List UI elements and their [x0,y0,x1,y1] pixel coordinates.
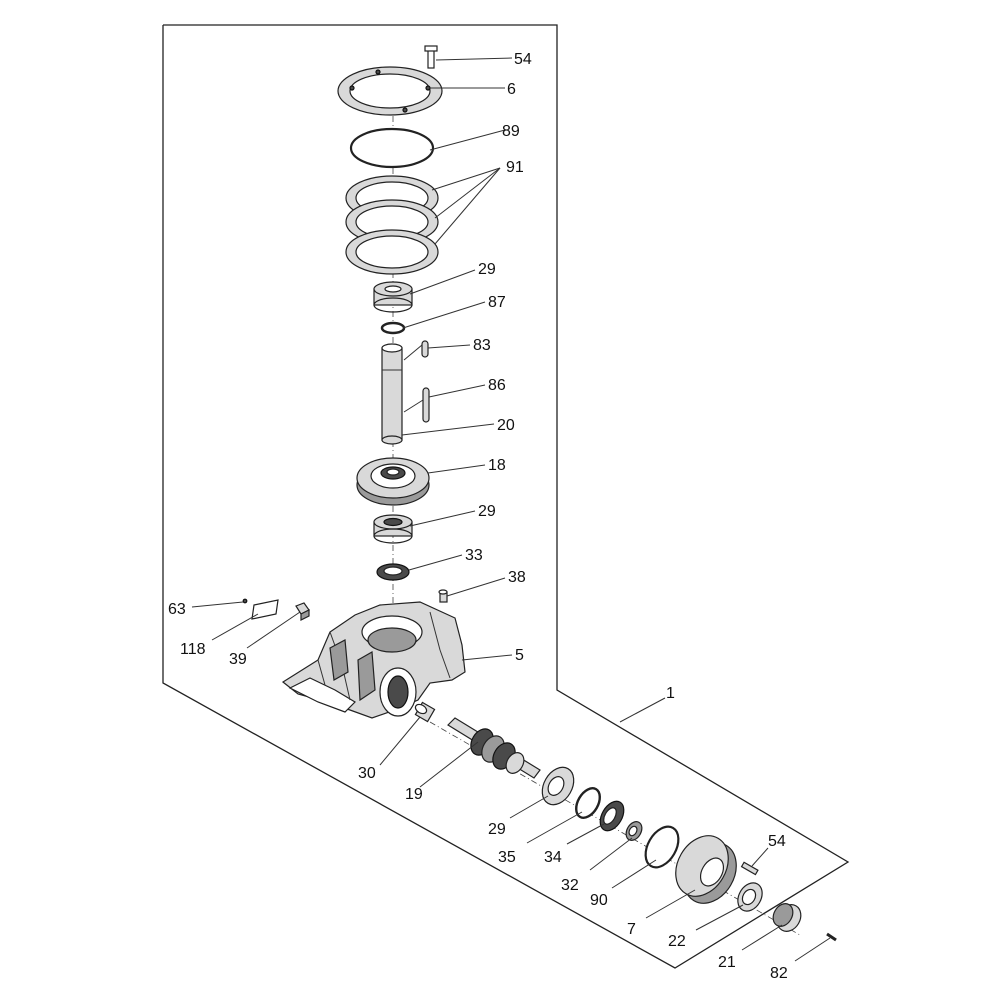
part-54-screw-lower [740,861,759,876]
label-7: 7 [627,921,636,938]
part-83-pin [421,340,429,358]
part-54-screw-top [424,45,438,69]
label-118: 118 [180,641,206,658]
label-91: 91 [506,159,524,176]
part-22-seal [737,882,763,912]
leader-lines [191,57,831,962]
part-29-bearing-top [373,281,413,313]
part-33-seal [376,563,410,581]
label-1: 1 [666,685,675,702]
assembly-boundary [162,24,850,969]
label-87: 87 [488,294,506,311]
label-90: 90 [590,892,608,909]
label-63: 63 [168,601,186,618]
label-38: 38 [508,569,526,586]
part-38-plug [438,589,448,603]
part-29-bearing-horizontal [541,766,575,806]
part-91-shims [345,175,439,275]
label-83: 83 [473,337,491,354]
label-54-lower: 54 [768,833,786,850]
part-118-cover-plate [251,599,279,620]
part-18-worm-wheel [356,457,430,506]
part-87-circlip [380,321,406,335]
part-20-shaft [381,343,403,445]
label-34: 34 [544,849,562,866]
label-33: 33 [465,547,483,564]
callout-labels: 54 6 89 91 29 87 83 86 20 18 29 33 38 63… [168,51,788,982]
part-19-worm-shaft [447,717,541,779]
part-90-o-ring [644,825,680,869]
label-20: 20 [497,417,515,434]
part-5-gearbox-housing [281,601,466,719]
part-29-bearing-middle [373,514,413,544]
label-18: 18 [488,457,506,474]
label-22: 22 [668,933,686,950]
part-32-nut [625,821,643,841]
part-34-bearing [599,800,625,832]
part-82-pin [826,932,837,942]
label-35: 35 [498,849,516,866]
label-54-top: 54 [514,51,532,68]
label-82: 82 [770,965,788,982]
part-63-screw [242,598,248,604]
label-32: 32 [561,877,579,894]
label-39: 39 [229,651,247,668]
part-7-end-cap [675,835,737,904]
label-29-horizontal: 29 [488,821,506,838]
part-86-long-pin [422,387,430,423]
label-89: 89 [502,123,520,140]
label-29-top: 29 [478,261,496,278]
label-5: 5 [515,647,524,664]
part-35-ring [575,787,601,819]
part-21-cap [772,903,802,932]
label-86: 86 [488,377,506,394]
label-6: 6 [507,81,516,98]
label-30: 30 [358,765,376,782]
part-30-bushing [414,701,436,723]
label-29-middle: 29 [478,503,496,520]
part-89-o-ring [349,127,435,169]
part-6-flange-plate [337,66,443,116]
label-19: 19 [405,786,423,803]
label-21: 21 [718,954,736,971]
part-39-plug [295,602,310,621]
